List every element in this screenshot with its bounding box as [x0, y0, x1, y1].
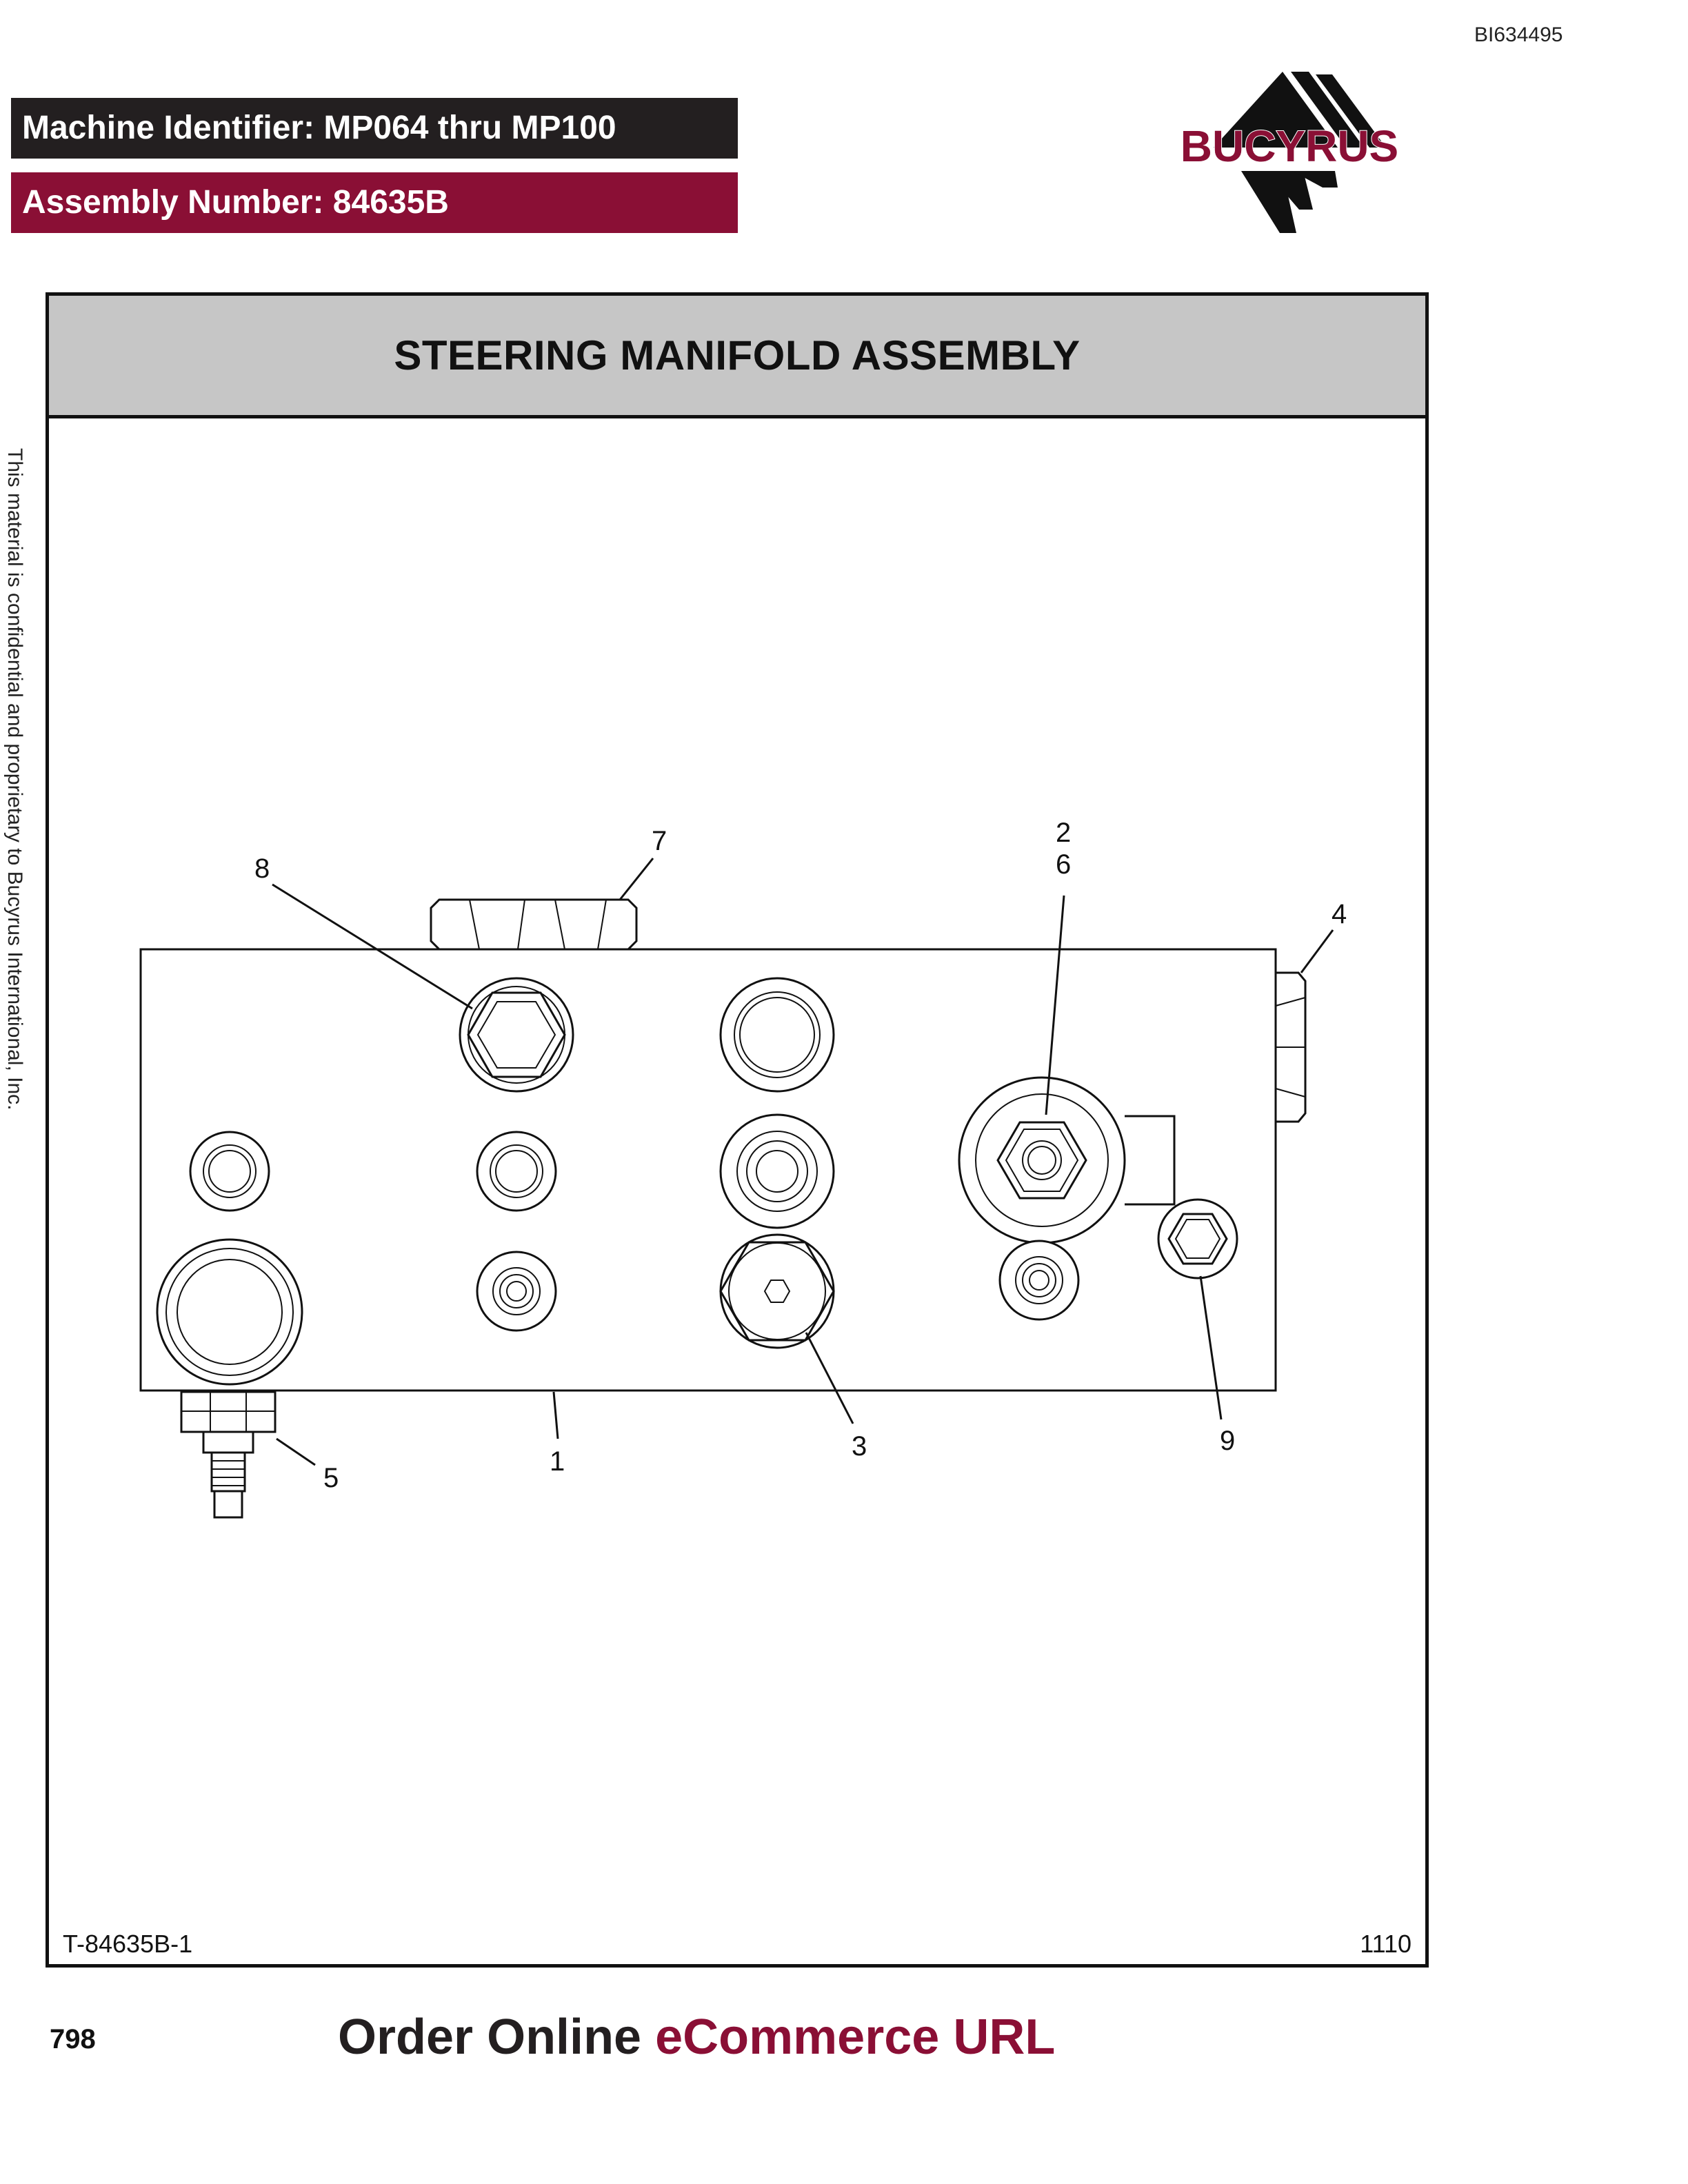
leader-4 [1300, 929, 1334, 973]
top-hex-plug [430, 898, 638, 951]
callout-9: 9 [1220, 1426, 1235, 1456]
figure-title-band: STEERING MANIFOLD ASSEMBLY [49, 296, 1425, 418]
callout-3: 3 [852, 1431, 867, 1462]
figure-title: STEERING MANIFOLD ASSEMBLY [394, 332, 1081, 378]
callout-2: 2 [1056, 818, 1071, 848]
port-upper-middle [719, 977, 835, 1093]
bucyrus-logo: BUCYRUS [1180, 72, 1399, 233]
callout-5: 5 [323, 1463, 339, 1493]
port-left-middle [189, 1131, 270, 1212]
figure-number: T-84635B-1 [63, 1930, 193, 1958]
logo-lower-chevron-3 [1292, 171, 1338, 188]
order-online-text: Order Online [338, 2010, 642, 2065]
port-center-middle [476, 1131, 557, 1212]
leader-2-6 [1045, 895, 1065, 1115]
callout-7: 7 [652, 826, 667, 856]
small-hex-plug [1157, 1198, 1238, 1280]
hex-port-plug-upper [459, 977, 574, 1093]
bottom-fitting [180, 1391, 277, 1519]
logo-lower-chevron-2 [1266, 171, 1313, 210]
confidentiality-text: This material is confidential and propri… [3, 448, 26, 1111]
callout-4: 4 [1332, 899, 1347, 929]
leader-3 [805, 1332, 854, 1424]
machine-identifier-bar: Machine Identifier: MP064 thru MP100 [11, 98, 738, 159]
port-lower-right [998, 1240, 1080, 1321]
confidentiality-note: This material is confidential and propri… [3, 448, 30, 1275]
manifold-drawing: 8 7 2 6 4 1 3 9 5 [139, 818, 1347, 1519]
ecommerce-url-text: eCommerce URL [655, 2010, 1056, 2065]
callout-8: 8 [254, 853, 270, 884]
side-hex-plug [1274, 971, 1307, 1123]
leader-5 [276, 1437, 316, 1466]
logo-upper-mark [1214, 72, 1338, 148]
order-online-link[interactable]: Order Online eCommerce URL [338, 2009, 1055, 2065]
callout-6: 6 [1056, 849, 1071, 880]
leader-7 [619, 858, 654, 900]
leader-8 [272, 883, 473, 1010]
leader-9 [1199, 1275, 1223, 1420]
leader-1 [552, 1391, 559, 1439]
callout-1: 1 [550, 1446, 565, 1477]
hex-socket-plug [719, 1233, 835, 1349]
port-lower-left-large [156, 1238, 303, 1386]
port-right-middle [719, 1113, 835, 1229]
page-number: 798 [50, 2024, 96, 2054]
port-lower-center [476, 1251, 557, 1332]
document-id: BI634495 [1474, 23, 1563, 46]
logo-stripe-2 [1316, 74, 1386, 148]
logo-wordmark: BUCYRUS [1180, 121, 1398, 171]
assembly-number-bar: Assembly Number: 84635B [11, 172, 738, 233]
figure-frame: STEERING MANIFOLD ASSEMBLY [46, 292, 1429, 1968]
figure-revision: 1110 [1360, 1930, 1411, 1958]
logo-stripe-1 [1291, 72, 1364, 148]
